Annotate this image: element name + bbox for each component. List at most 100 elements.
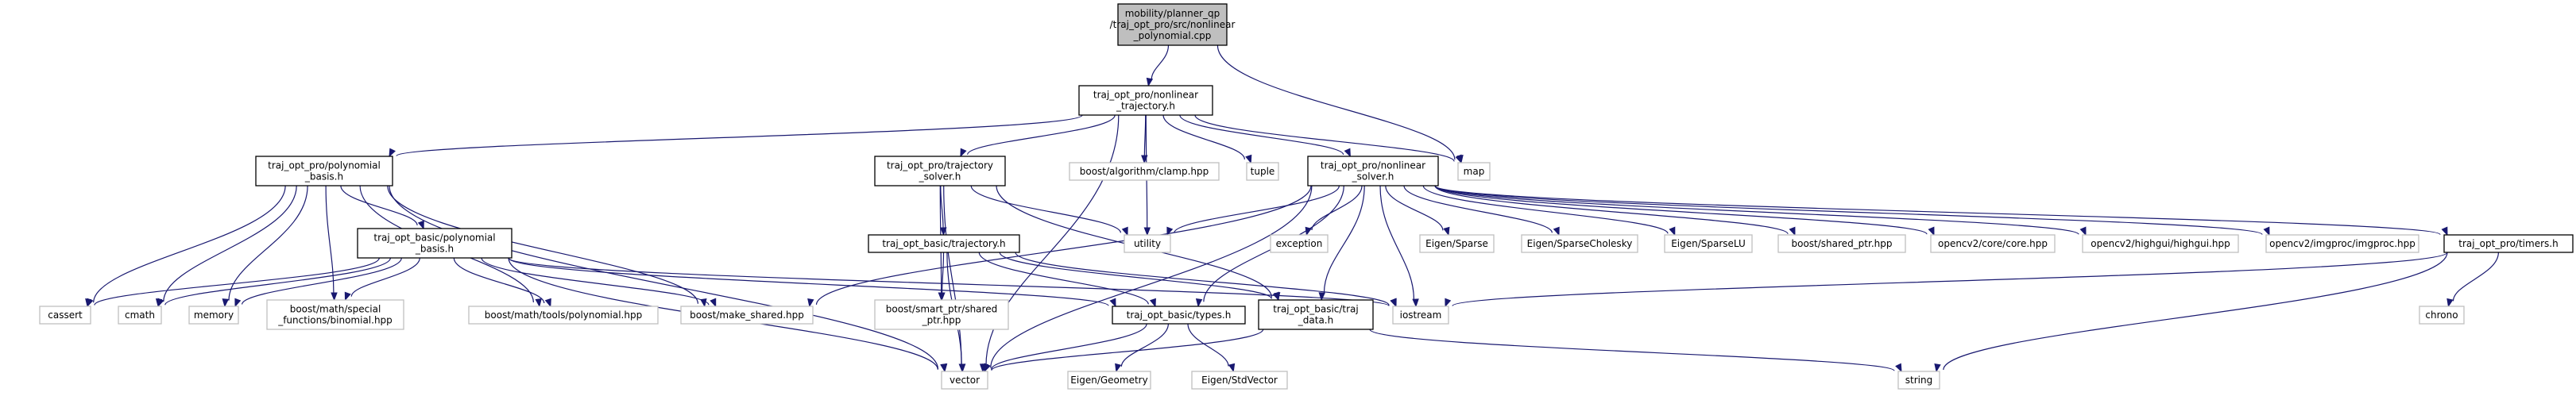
node-timers[interactable]: traj_opt_pro/timers.h <box>2443 234 2574 253</box>
node-label-line: traj_opt_pro/polynomial <box>268 160 381 171</box>
edge-line <box>164 257 391 306</box>
node-box <box>874 299 1009 330</box>
node-box <box>1191 371 1288 390</box>
node-box <box>2082 234 2239 253</box>
node-trajdata[interactable]: traj_opt_basic/traj_data.h <box>1258 299 1374 330</box>
edge-polybasis-to-vector <box>389 185 948 373</box>
node-types[interactable]: traj_opt_basic/types.h <box>1112 306 1246 325</box>
node-label-line: Eigen/SparseCholesky <box>1527 238 1633 249</box>
node-box <box>1419 234 1495 253</box>
edge-arrowhead <box>1143 227 1151 236</box>
edge-nlsolver-to-sharedptr <box>1434 185 1796 236</box>
edge-nltraj-to-tuple <box>1162 114 1252 164</box>
node-label-line: traj_opt_basic/traj <box>1273 304 1359 315</box>
edge-arrowhead <box>1141 155 1148 164</box>
edge-arrowhead <box>2263 226 2270 236</box>
edge-arrowhead <box>535 298 542 308</box>
node-exception: exception <box>1270 234 1329 253</box>
edge-arrowhead <box>87 298 94 308</box>
node-box <box>468 306 659 325</box>
node-label-line: string <box>1905 375 1932 386</box>
edge-polybasis-to-basicpoly <box>340 185 424 230</box>
edge-line <box>1120 323 1169 367</box>
node-label-line: opencv2/core/core.hpp <box>1938 238 2048 249</box>
edge-nltraj-to-map <box>1194 114 1462 164</box>
node-label-line: _basis.h <box>415 244 454 255</box>
node-box <box>1930 234 2056 253</box>
edge-basictraj-to-smartptr <box>938 252 946 302</box>
node-label-line: boost/smart_ptr/shared <box>886 304 997 315</box>
edge-line <box>1311 185 1363 231</box>
edge-nlsolver-to-cvimgproc <box>1434 185 2270 236</box>
edge-nlsolver-to-iostream <box>1379 185 1419 308</box>
edge-arrowhead <box>1318 292 1325 302</box>
edge-line <box>1943 252 2448 371</box>
edge-arrowhead <box>940 227 947 236</box>
node-map: map <box>1457 162 1491 181</box>
edge-arrowhead <box>2446 298 2454 308</box>
edge-line <box>1434 185 2263 236</box>
node-label-line: boost/math/tools/polynomial.hpp <box>485 309 642 321</box>
edge-timers-to-iostream <box>1445 252 2448 308</box>
edge-line <box>396 114 1083 157</box>
edge-arrowhead <box>1390 298 1397 308</box>
edge-nltraj-to-polybasis <box>389 114 1083 158</box>
node-nltraj[interactable]: traj_opt_pro/nonlinear_trajectory.h <box>1078 85 1213 116</box>
node-box <box>188 306 239 325</box>
node-eiggeom: Eigen/Geometry <box>1067 371 1151 390</box>
edge-arrowhead <box>1272 291 1279 302</box>
edge-arrowhead <box>1412 298 1419 308</box>
node-label-line: boost/math/special <box>290 304 381 315</box>
edge-arrowhead <box>1895 363 1902 373</box>
edge-line <box>1194 114 1455 162</box>
node-string: string <box>1897 371 1940 390</box>
node-box <box>941 371 988 390</box>
edge-arrowhead <box>389 148 396 158</box>
edge-basicpoly-to-types <box>508 257 1116 308</box>
edge-line <box>481 257 710 306</box>
edge-arrowhead <box>1109 298 1116 308</box>
edge-line <box>389 185 939 370</box>
edge-line <box>985 114 1120 366</box>
node-basicpoly[interactable]: traj_opt_basic/polynomial_basis.h <box>357 228 512 259</box>
node-label-line: mobility/planner_qp <box>1125 8 1220 19</box>
node-label-line: traj_opt_basic/types.h <box>1127 309 1232 321</box>
node-label-line: traj_opt_pro/nonlinear <box>1093 90 1198 101</box>
node-iostream: iostream <box>1392 306 1449 325</box>
edge-line <box>453 257 545 304</box>
edge-nlsolver-to-cvhighgui <box>1434 185 2087 236</box>
edge-line <box>1323 185 1365 294</box>
edge-line <box>242 257 402 305</box>
edge-arrowhead <box>940 363 947 373</box>
node-box <box>39 306 91 325</box>
edge-nlsolver-to-trajdata <box>1318 185 1365 302</box>
node-trajsolver[interactable]: traj_opt_pro/trajectory_solver.h <box>874 156 1006 186</box>
edge-arrowhead <box>157 298 164 308</box>
node-label-line: traj_opt_basic/trajectory.h <box>882 238 1005 249</box>
edge-arrowhead <box>1115 363 1122 373</box>
edge-line <box>999 252 1272 300</box>
node-label-line: Eigen/Geometry <box>1070 375 1147 386</box>
edge-arrowhead <box>700 298 707 308</box>
edge-arrowhead <box>1121 226 1128 236</box>
edge-timers-to-string <box>1934 252 2448 373</box>
node-label-line: boost/shared_ptr.hpp <box>1792 238 1893 249</box>
node-nlsolver[interactable]: traj_opt_pro/nonlinear_solver.h <box>1307 156 1439 186</box>
edge-arrowhead <box>2441 226 2448 236</box>
node-cassert: cassert <box>39 306 91 325</box>
edge-arrowhead <box>1195 298 1203 308</box>
node-basictraj[interactable]: traj_opt_basic/trajectory.h <box>868 234 1020 253</box>
node-polybasis[interactable]: traj_opt_pro/polynomial_basis.h <box>255 156 393 186</box>
node-label-line: _data.h <box>1298 315 1333 326</box>
edge-line <box>991 323 1147 370</box>
node-label-line: map <box>1464 166 1485 177</box>
edge-line <box>1015 252 1390 306</box>
edge-arrowhead <box>544 298 551 308</box>
edge-trajsolver-to-vector <box>943 185 966 373</box>
node-cvimgproc: opencv2/imgproc/imgproc.hpp <box>2265 234 2419 253</box>
node-clamp: boost/algorithm/clamp.hpp <box>1069 162 1220 181</box>
edge-trajsolver-to-utility <box>970 185 1128 236</box>
edge-line <box>1434 185 1928 235</box>
node-root[interactable]: mobility/planner_qp/traj_opt_pro/src/non… <box>1110 3 1236 46</box>
edge-trajdata-to-string <box>1369 329 1902 373</box>
